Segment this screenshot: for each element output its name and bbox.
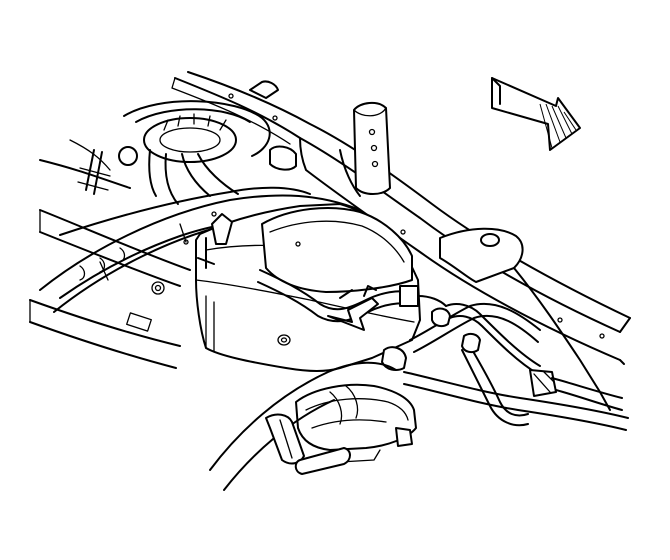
fuel-pump-module (77, 100, 297, 205)
crossmember (59, 186, 611, 411)
mounting-bracket (339, 102, 391, 197)
skid-shield (209, 361, 397, 491)
fuel-tank (183, 203, 421, 372)
direction-arrow-icon (491, 77, 581, 151)
fuel-lines (257, 269, 629, 431)
callout-arrow-icon (327, 285, 379, 331)
